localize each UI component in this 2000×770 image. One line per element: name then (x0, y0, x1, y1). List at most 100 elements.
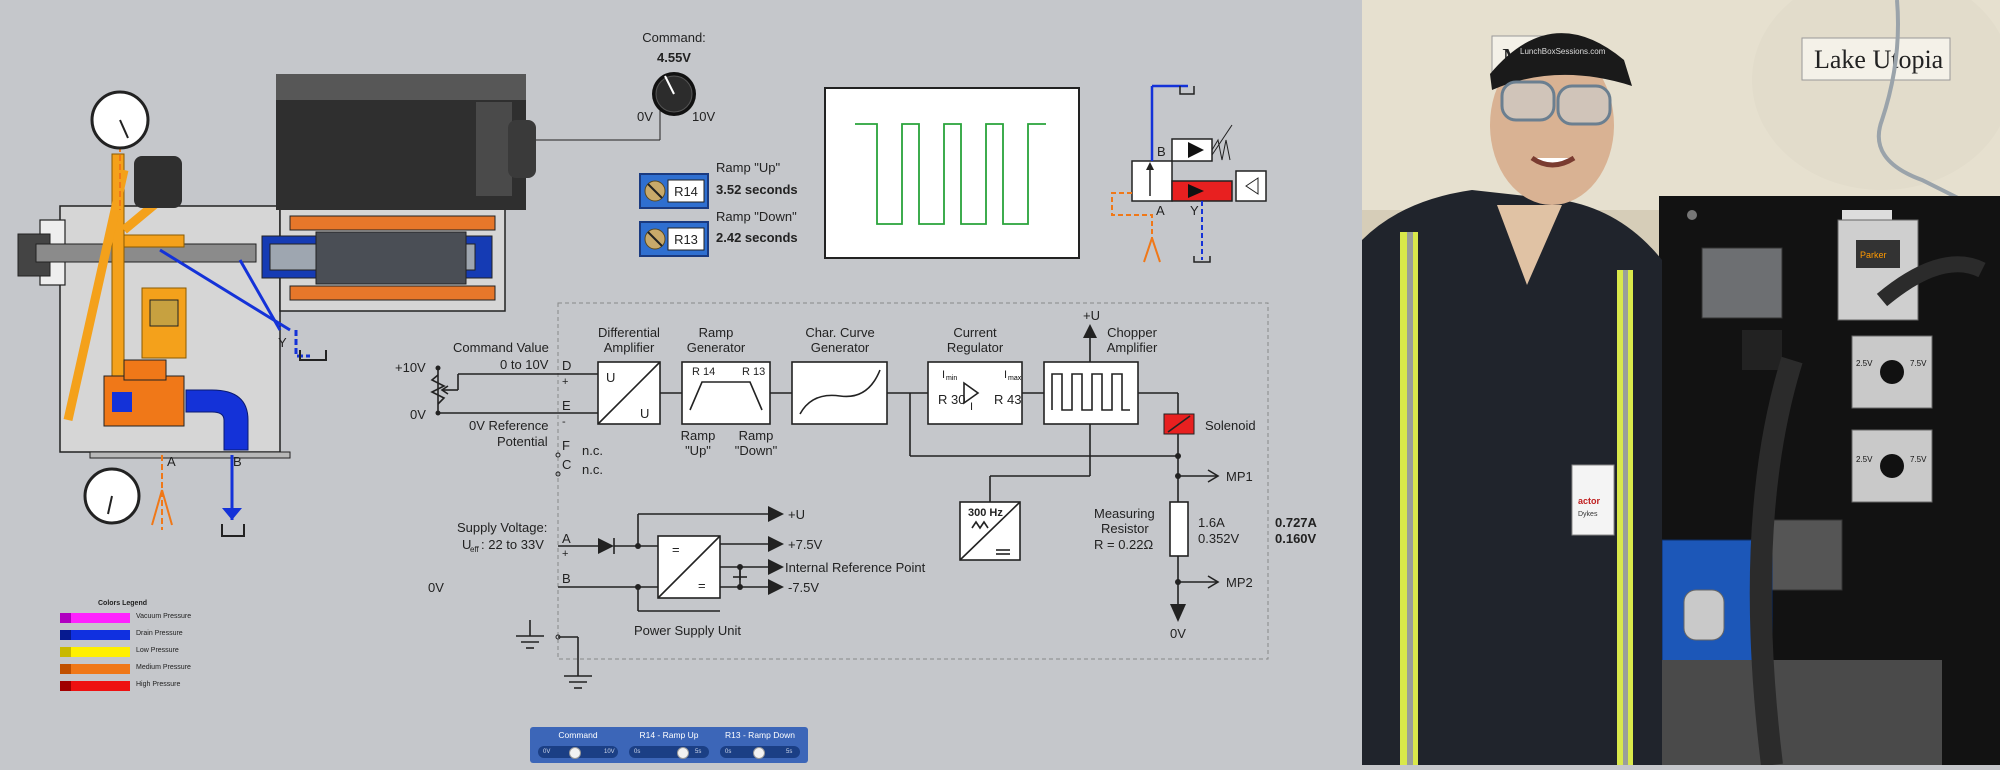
ramp-up-caption-2: "Up" (685, 443, 711, 458)
zero-ref-label: 0V Reference (469, 418, 549, 433)
legend-swatch (60, 647, 130, 657)
i-min: I (942, 369, 945, 381)
ramp-up-pot[interactable]: R14 Ramp "Up" 3.52 seconds (639, 160, 798, 209)
zero-v-bottom: 0V (1170, 626, 1186, 641)
char-curve-label: Char. Curve (805, 325, 874, 340)
svg-text:min: min (946, 375, 957, 382)
command-title: Command: (642, 30, 706, 45)
meas-current: 1.6A (1198, 515, 1225, 530)
diff-amp-label: Differential (598, 325, 660, 340)
legend-swatch (60, 681, 130, 691)
svg-text:=: = (672, 542, 680, 557)
ramp-down-caption-2: "Down" (735, 443, 778, 458)
presenter-body (1362, 190, 1662, 765)
command-value-label: Command Value (453, 340, 549, 355)
ramp-r13: R 13 (742, 366, 765, 378)
legend-swatch (60, 613, 130, 623)
potential-label: Potential (497, 434, 548, 449)
name-badge (1571, 464, 1615, 536)
valve-port-b: B (233, 454, 242, 469)
legend-swatch (60, 630, 130, 640)
symbol-port-a: A (1156, 203, 1165, 218)
pin-c: C (562, 457, 571, 472)
supply-range: : 22 to 33V (481, 537, 544, 552)
psu-out-u: +U (788, 507, 805, 522)
svg-text:7.5V: 7.5V (1910, 359, 1927, 368)
mp2-label: MP2 (1226, 575, 1253, 590)
psu-label: Power Supply Unit (634, 623, 741, 638)
pin-d: D (562, 358, 571, 373)
resistor-value: R = 0.22Ω (1094, 537, 1154, 552)
chopper-label: Chopper (1107, 325, 1158, 340)
ramp-down-slider[interactable]: R13 - Ramp Down 0s 5s (716, 727, 804, 763)
supply-ueff: U (462, 537, 471, 552)
plus-10v-label: +10V (395, 360, 426, 375)
wall-sign-text: Lake Utopia (1814, 45, 1944, 74)
ramp-down-label: Ramp "Down" (716, 209, 797, 224)
svg-text:I: I (970, 401, 973, 413)
valve-cutaway: Y A B (17, 74, 661, 537)
supply-label: Supply Voltage: (457, 520, 547, 535)
slider-handle[interactable] (568, 747, 581, 759)
svg-text:+: + (562, 548, 568, 560)
svg-text:actor: actor (1578, 496, 1601, 506)
diff-amp-label-2: Amplifier (604, 340, 655, 355)
oscillator-freq: 300 Hz (968, 507, 1003, 519)
resistor-label: Resistor (1101, 521, 1149, 536)
symbol-port-b: B (1157, 144, 1166, 159)
ramp-down-pot-label: R13 (674, 232, 698, 247)
live-voltage: 0.160V (1275, 531, 1317, 546)
psu-out-ref: Internal Reference Point (785, 560, 926, 575)
current-reg-label: Current (953, 325, 997, 340)
svg-text:2.5V: 2.5V (1856, 359, 1873, 368)
svg-text:Dykes: Dykes (1578, 511, 1598, 518)
command-slider[interactable]: Command 0V 10V (534, 727, 622, 763)
svg-text:LunchBoxSessions.com: LunchBoxSessions.com (1520, 47, 1606, 56)
zero-v-label: 0V (410, 407, 426, 422)
pin-d-plus: + (562, 376, 568, 388)
valve-port-a: A (167, 454, 176, 469)
slider-handle[interactable] (676, 747, 689, 759)
wall-sign-right (1801, 37, 1951, 81)
slider-track[interactable] (629, 746, 709, 758)
measuring-resistor (1169, 501, 1189, 557)
command-value: 4.55V (657, 50, 691, 65)
simulator-panel: Y A B Command: 4.55V 0V 10V R14 Ramp "Up… (17, 30, 1318, 763)
chopper-label-2: Amplifier (1107, 340, 1158, 355)
ramp-down-pot[interactable]: R13 Ramp "Down" 2.42 seconds (639, 209, 798, 257)
live-current: 0.727A (1275, 515, 1318, 530)
measuring-label: Measuring (1094, 506, 1155, 521)
command-max: 10V (692, 109, 715, 124)
ramp-down-caption: Ramp (739, 428, 774, 443)
slider-handle[interactable] (752, 747, 765, 759)
pin-f-nc: n.c. (582, 443, 603, 458)
ramp-gen-label-2: Generator (687, 340, 746, 355)
current-reg-label-2: Regulator (947, 340, 1004, 355)
pwm-scope (824, 87, 1080, 259)
svg-text:7.5V: 7.5V (1910, 455, 1927, 464)
simulator-canvas: Y A B Command: 4.55V 0V 10V R14 Ramp "Up… (17, 30, 1318, 689)
r43-label: R 43 (994, 392, 1021, 407)
ramp-r14: R 14 (692, 366, 715, 378)
i-max: I (1004, 369, 1007, 381)
pin-e-minus: - (562, 416, 566, 428)
chopper-plus-u: +U (1083, 308, 1100, 323)
command-range-label: 0 to 10V (500, 357, 549, 372)
chopper-amplifier-block (1043, 361, 1139, 425)
ramp-up-pot-label: R14 (674, 184, 698, 199)
legend-swatch (60, 664, 130, 674)
ramp-up-slider[interactable]: R14 - Ramp Up 0s 5s (625, 727, 713, 763)
command-knob-group: Command: 4.55V 0V 10V (637, 30, 715, 124)
psu-out-m75: -7.5V (788, 580, 819, 595)
char-curve-label-2: Generator (811, 340, 870, 355)
r30-label: R 30 (938, 392, 965, 407)
pin-e: E (562, 398, 571, 413)
pwm-trace (855, 123, 1046, 225)
svg-text:U: U (606, 370, 615, 385)
legend-title: Colors Legend (98, 600, 148, 607)
svg-text:eff: eff (470, 545, 480, 554)
solenoid-label: Solenoid (1205, 418, 1256, 433)
svg-text:max: max (1008, 375, 1022, 382)
ramp-up-label: Ramp "Up" (716, 160, 781, 175)
